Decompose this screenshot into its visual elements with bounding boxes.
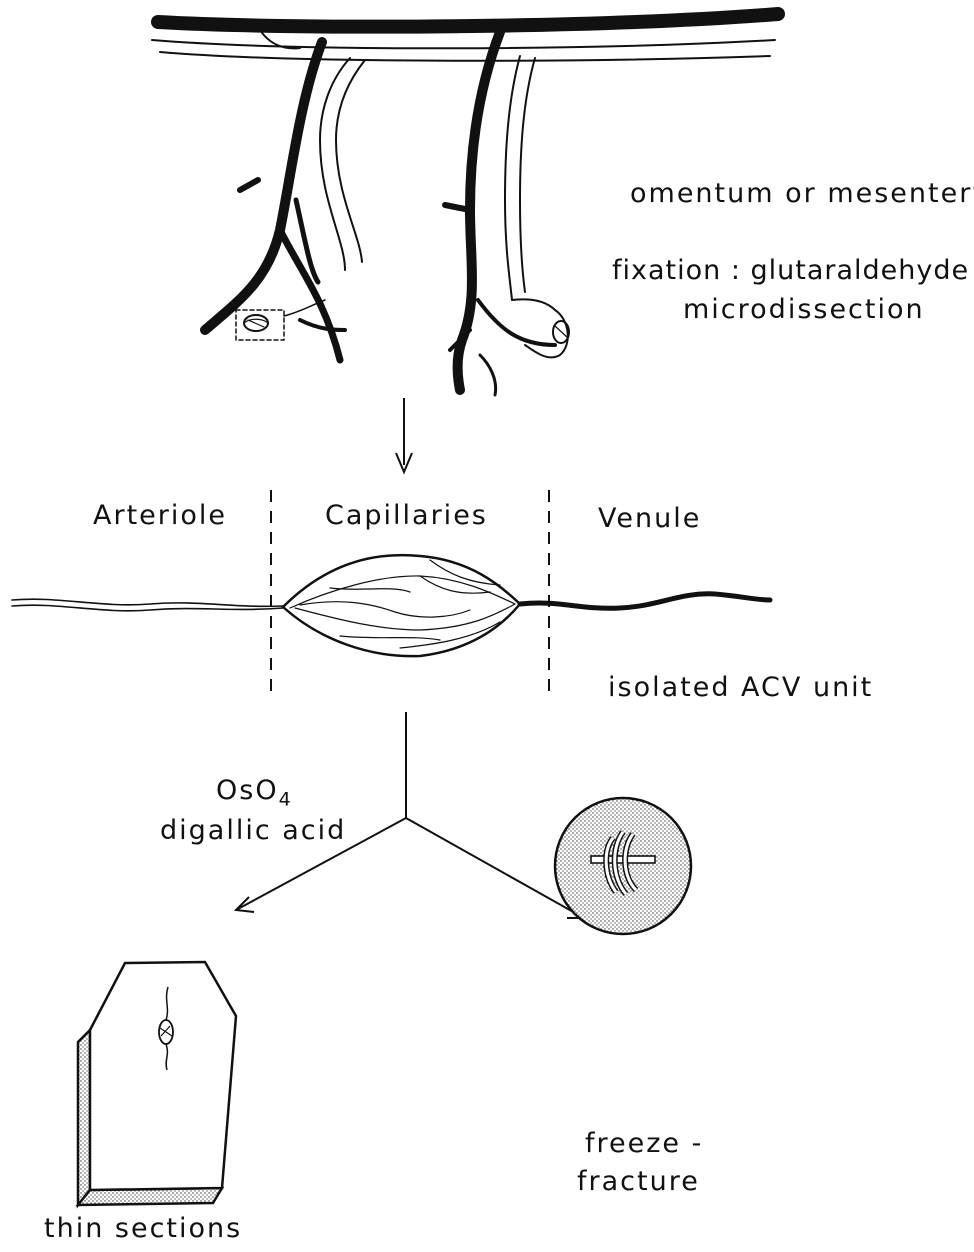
venule-label: Venule bbox=[598, 503, 701, 534]
right-capillary-bed bbox=[512, 299, 568, 357]
fixation-label: fixation : glutaraldehyde bbox=[612, 255, 969, 286]
thin-sections-label: thin sections bbox=[44, 1213, 242, 1244]
capillary-network bbox=[283, 555, 520, 656]
microdissection-label: microdissection bbox=[683, 294, 925, 325]
freeze-label: freeze - bbox=[585, 1128, 703, 1159]
block-face bbox=[90, 962, 236, 1190]
main-artery bbox=[158, 14, 778, 27]
main-vein-outline bbox=[152, 40, 775, 48]
capillaries-label: Capillaries bbox=[325, 500, 488, 531]
fracture-label: fracture bbox=[577, 1166, 700, 1197]
left-branch-artery bbox=[205, 42, 322, 330]
left-branch-vein bbox=[320, 58, 350, 270]
block-side bbox=[78, 1030, 90, 1205]
down-arrow bbox=[396, 398, 412, 472]
arteriole-label: Arteriole bbox=[93, 500, 227, 531]
acv-unit-illustration bbox=[12, 555, 770, 656]
digallic-acid-label: digallic acid bbox=[160, 815, 346, 846]
acv-unit-label: isolated ACV unit bbox=[608, 672, 873, 703]
tissue-label: omentum or mesentery bbox=[630, 178, 974, 209]
thin-section-block bbox=[78, 962, 236, 1205]
osmium-label: OsO4 bbox=[216, 775, 293, 810]
venule-vessel bbox=[520, 594, 770, 608]
osmium-subscript: 4 bbox=[279, 788, 293, 810]
freeze-fracture-disc bbox=[555, 798, 691, 934]
right-branch-vein bbox=[505, 56, 520, 300]
osmium-formula: OsO bbox=[216, 775, 279, 806]
